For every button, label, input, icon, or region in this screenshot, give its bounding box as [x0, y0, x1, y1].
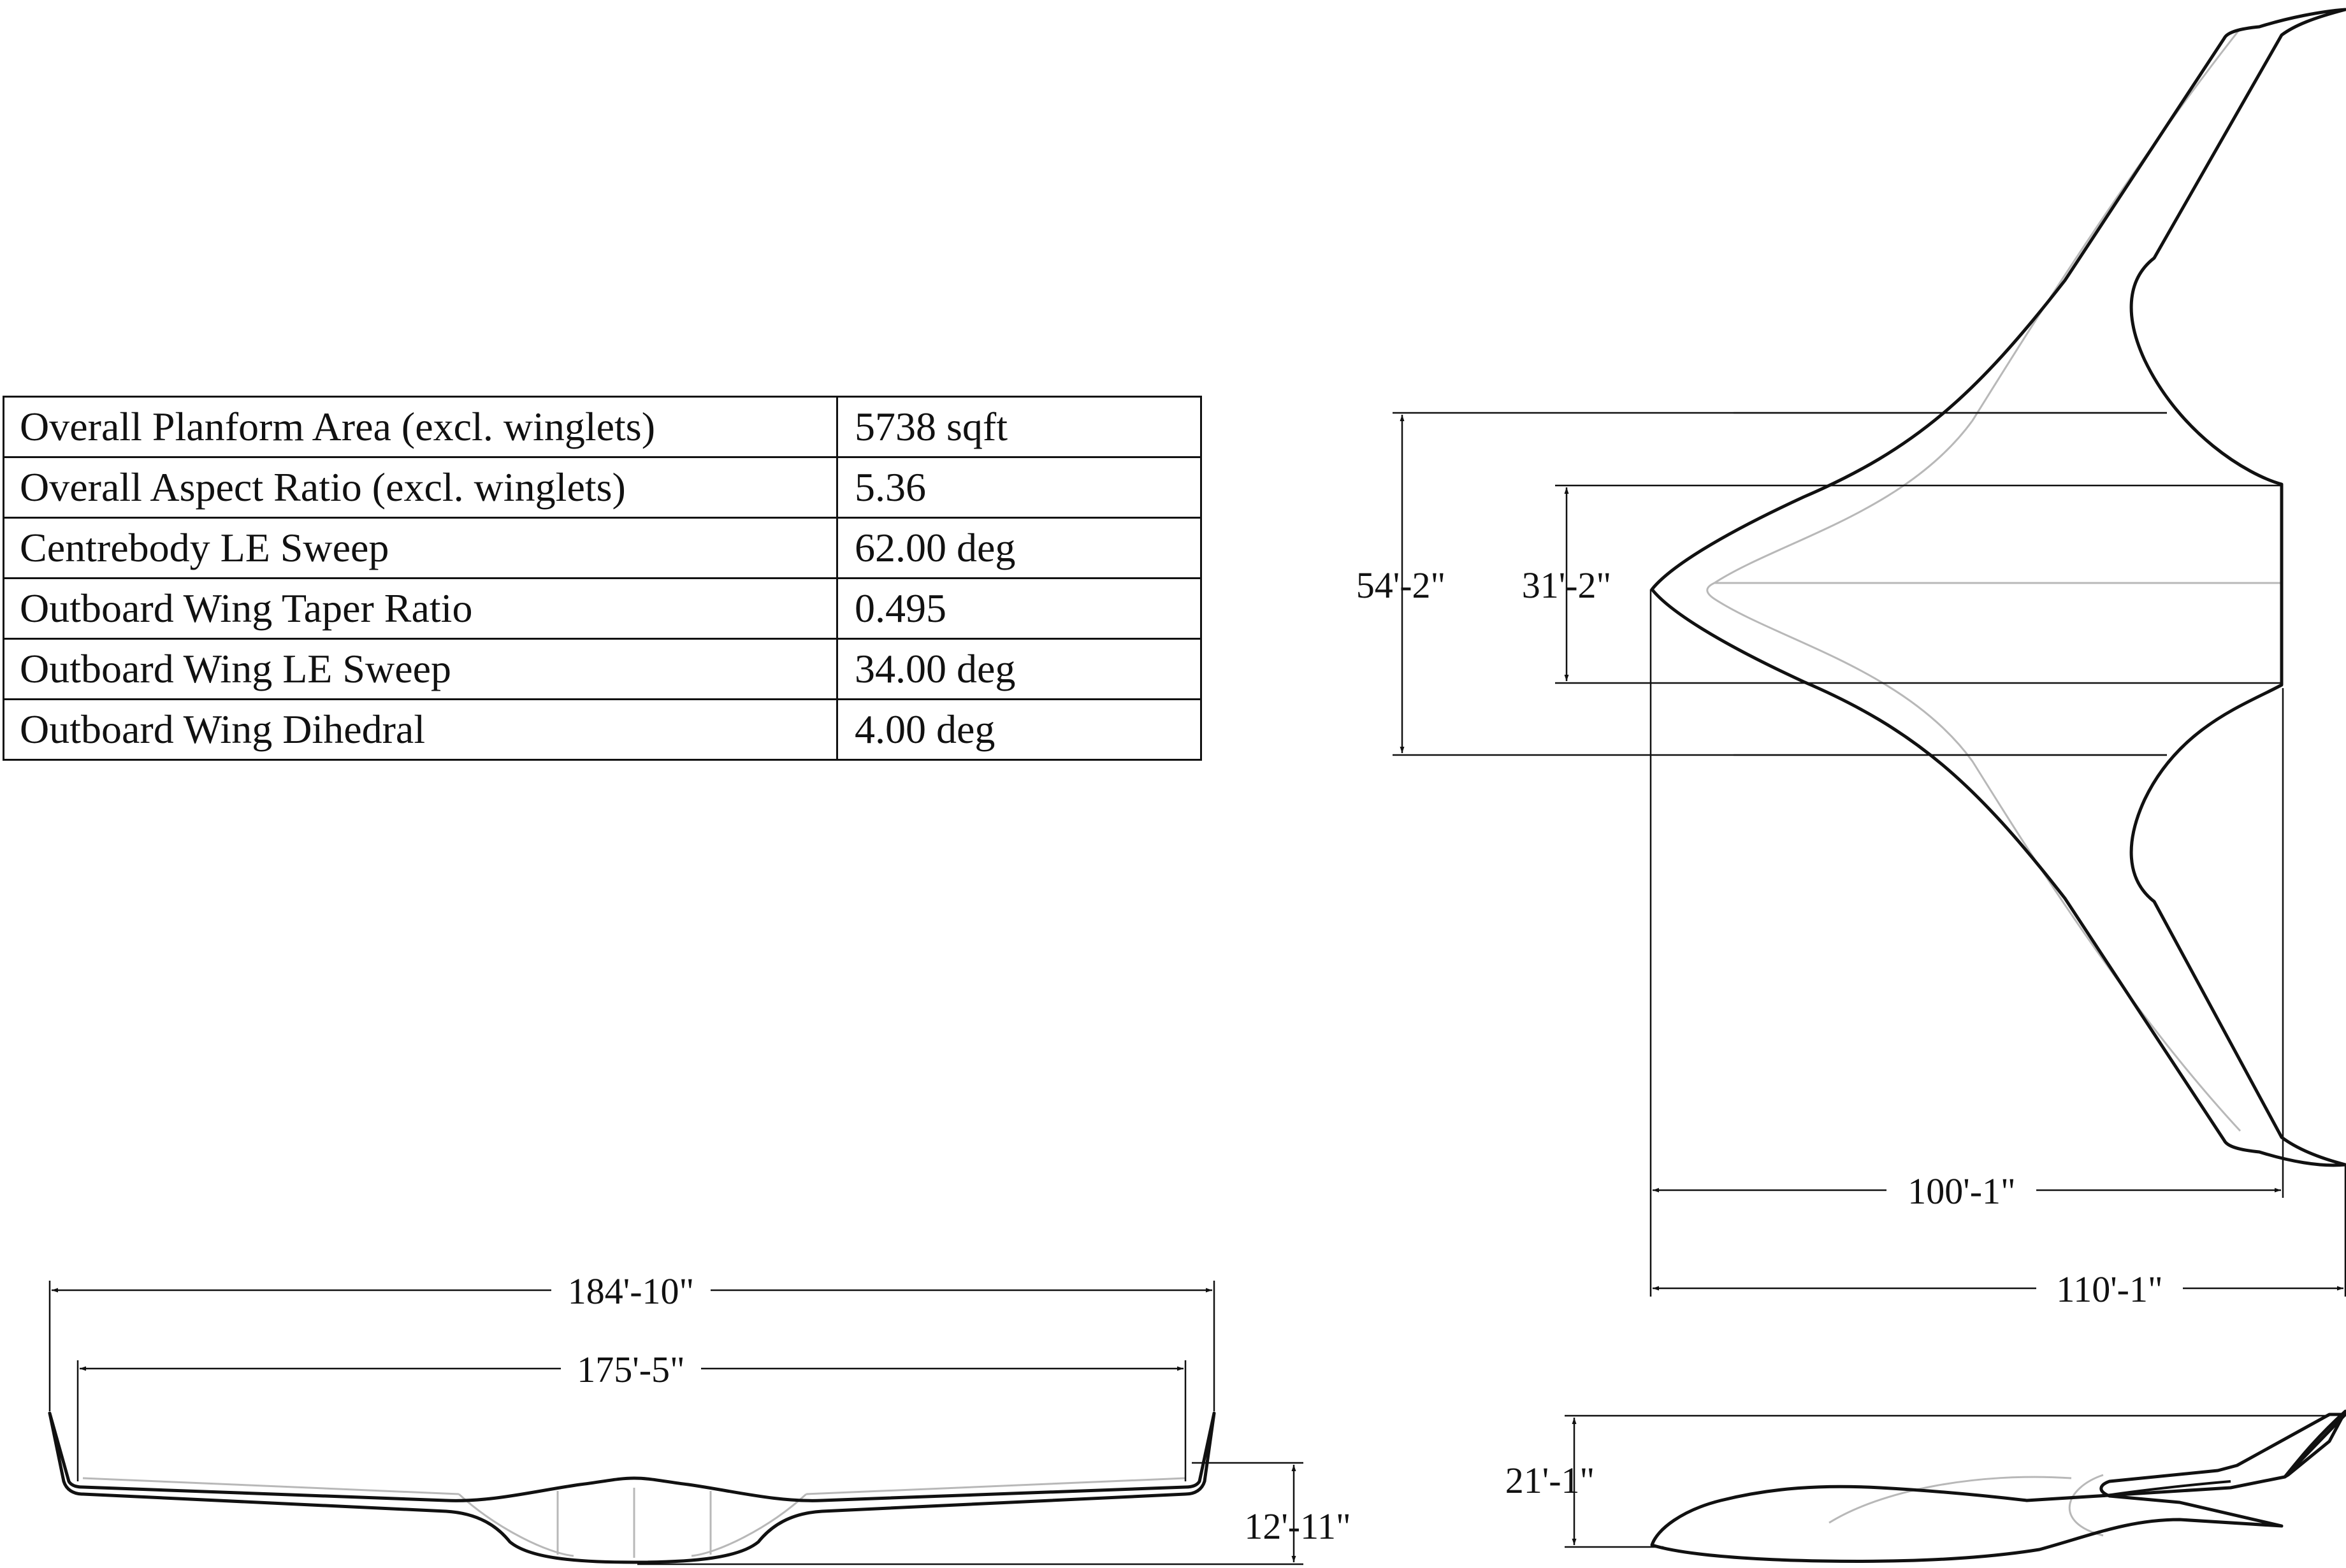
front-view-extension-lines: [48, 1281, 1303, 1565]
planform-outline: [1650, 8, 2346, 1167]
planform-construction-lines: [1706, 28, 2282, 1132]
spec-value: 62.00 deg: [836, 517, 1202, 579]
spec-value: 34.00 deg: [836, 638, 1202, 700]
spec-label: Outboard Wing LE Sweep: [3, 638, 838, 700]
spec-value: 5738 sqft: [836, 396, 1202, 458]
side-view: 21'-1": [1505, 1409, 2346, 1563]
front-view-outline: [48, 1411, 1216, 1564]
spec-value: 4.00 deg: [836, 698, 1202, 761]
side-view-wing-line: [2103, 1480, 2231, 1497]
planform-extension-lines: [1393, 412, 2346, 1297]
planform-dimension-lines: [1400, 415, 2343, 1291]
dim-planform-outer-width: 54'-2": [1356, 565, 1445, 606]
front-view-construction-lines: [82, 1477, 1186, 1558]
spec-value: 5.36: [836, 456, 1202, 519]
table-row: Overall Planform Area (excl. winglets) 5…: [3, 396, 1202, 458]
planform-view: 54'-2" 31'-2" 100'-1" 110'-1": [1356, 8, 2346, 1310]
table-row: Overall Aspect Ratio (excl. winglets) 5.…: [3, 456, 1202, 519]
table-row: Outboard Wing Dihedral 4.00 deg: [3, 698, 1202, 761]
spec-label: Outboard Wing Dihedral: [3, 698, 838, 761]
side-view-winglet: [2283, 1409, 2346, 1479]
dim-side-height: 21'-1": [1505, 1460, 1595, 1501]
dim-front-height: 12'-11": [1244, 1506, 1350, 1547]
front-view-dimension-lines: [52, 1288, 1296, 1562]
dim-planform-length-inner: 100'-1": [1908, 1170, 2015, 1212]
specifications-table: Overall Planform Area (excl. winglets) 5…: [3, 396, 1202, 761]
table-row: Outboard Wing LE Sweep 34.00 deg: [3, 638, 1202, 700]
side-view-fuselage-outline: [1650, 1413, 2346, 1563]
table-row: Outboard Wing Taper Ratio 0.495: [3, 577, 1202, 640]
spec-value: 0.495: [836, 577, 1202, 640]
spec-label: Overall Planform Area (excl. winglets): [3, 396, 838, 458]
side-view-construction-lines: [1828, 1474, 2104, 1537]
dim-front-span-inner: 175'-5": [577, 1349, 684, 1390]
table-row: Centrebody LE Sweep 62.00 deg: [3, 517, 1202, 579]
front-view: 184'-10" 175'-5" 12'-11": [48, 1270, 1351, 1565]
spec-label: Outboard Wing Taper Ratio: [3, 577, 838, 640]
dim-front-span-overall: 184'-10": [568, 1270, 694, 1312]
spec-label: Overall Aspect Ratio (excl. winglets): [3, 456, 838, 519]
side-view-extension-lines: [1565, 1414, 2329, 1548]
spec-label: Centrebody LE Sweep: [3, 517, 838, 579]
dim-planform-length-overall: 110'-1": [2056, 1269, 2162, 1310]
dim-planform-inner-width: 31'-2": [1522, 565, 1611, 606]
